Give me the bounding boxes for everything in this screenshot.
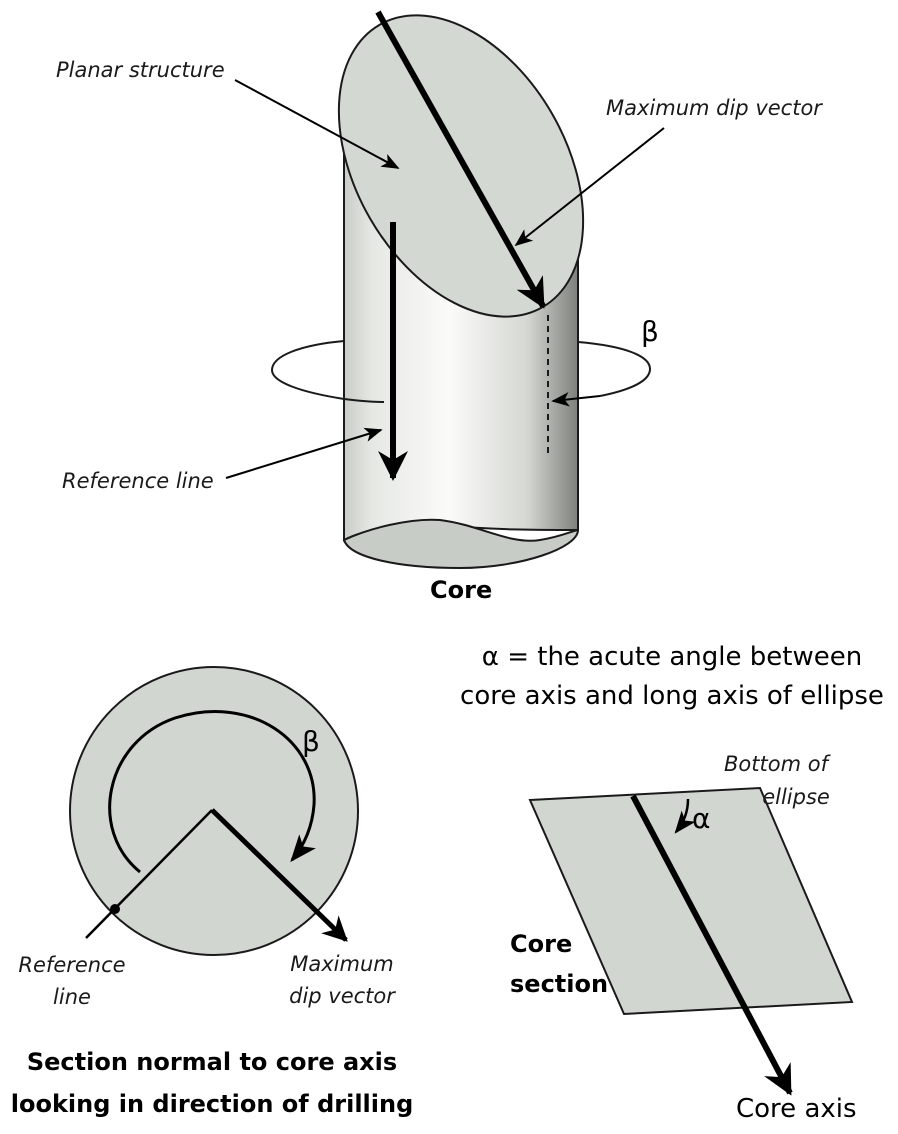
section-normal-group: β Reference line Maximum dip vector Sect… [11,666,414,1118]
core-section-label-1: Core [510,930,572,958]
section-max-dip-label-2: dip vector [289,984,396,1008]
reference-line-leader [225,427,383,479]
section-reference-line [85,809,213,939]
alpha-angle-arc [674,798,696,834]
alpha-label: α [692,802,710,835]
bottom-of-ellipse-label-1: Bottom of [724,752,832,776]
core-cylinder-group: Planar structure Maximum dip vector β Re… [56,10,823,604]
beta-rotation-arrow [551,392,601,407]
alpha-definition-line1: α = the acute angle between [482,642,862,672]
rotation-ellipse-front [343,398,385,403]
alpha-definition-line2: core axis and long axis of ellipse [460,681,884,711]
core-section-group: Bottom of ellipse α Core section Core ax… [510,752,857,1124]
section-max-dip-vector [210,808,348,942]
rotation-ellipse-back [270,340,345,400]
beta-label-top: β [641,315,659,348]
core-axis-label: Core axis [736,1094,857,1124]
planar-structure-ellipse [337,14,585,318]
core-bottom-face [342,518,580,570]
max-dip-vector-label: Maximum dip vector [606,96,823,120]
core-axis-arrow [630,794,793,1096]
reference-line-label: Reference line [62,469,214,493]
max-dip-vector-leader [514,127,665,247]
section-max-dip-label-1: Maximum [290,952,393,976]
section-reference-label-1: Reference [18,953,125,977]
beta-arc [108,710,316,874]
planar-structure-leader [234,79,400,169]
section-reference-label-2: line [53,985,91,1009]
bottom-of-ellipse-label-2: ellipse [762,785,830,809]
alpha-definition: α = the acute angle between core axis an… [460,642,884,711]
max-dip-vector-arrow [375,10,546,309]
section-caption-line2: looking in direction of drilling [11,1090,414,1118]
reference-point [110,904,120,914]
section-caption-line1: Section normal to core axis [27,1048,397,1076]
planar-structure-label: Planar structure [56,58,225,82]
core-caption: Core [430,576,492,604]
beta-label-section: β [302,725,320,758]
core-section-label-2: section [510,970,608,998]
rotation-ellipse-back-right [577,341,652,397]
